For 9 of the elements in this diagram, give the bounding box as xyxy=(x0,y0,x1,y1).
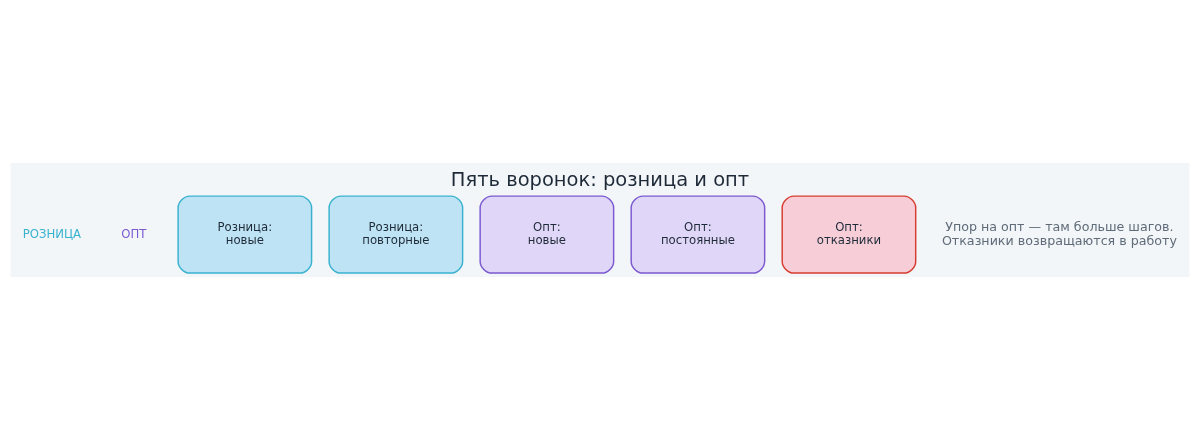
node-box: Розница: новые xyxy=(177,195,313,274)
node-box: Розница: повторные xyxy=(328,195,464,274)
node-box: Опт: отказники xyxy=(781,195,917,274)
caption: Упор на опт — там больше шагов. Отказники возвращаются в работу xyxy=(941,219,1177,248)
label: РОЗНИЦА xyxy=(22,226,82,241)
diagram-title: Пять воронок: розница и опт xyxy=(450,168,750,192)
node-box: Опт: постоянные xyxy=(630,195,766,274)
node-box: Опт: новые xyxy=(479,195,615,274)
label: ОПТ xyxy=(121,226,147,241)
